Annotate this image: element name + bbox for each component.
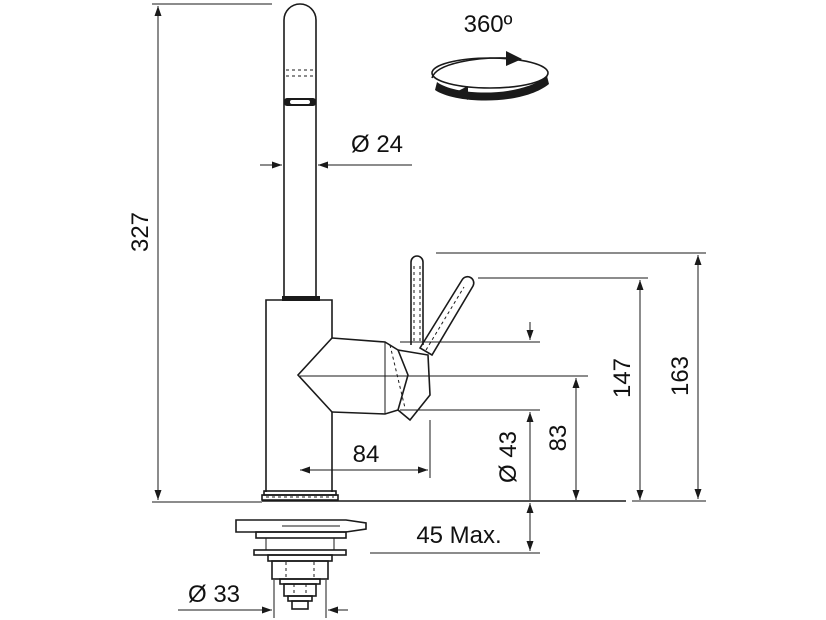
dim-top-lever-height xyxy=(436,252,706,502)
dim-counter-thickness xyxy=(370,503,540,554)
dim-lever-height xyxy=(478,277,648,500)
faucet-outline xyxy=(235,3,626,610)
dim-total-height xyxy=(152,3,272,503)
dim-reach xyxy=(300,420,431,478)
lever-height-label: 147 xyxy=(609,358,636,398)
body-diameter-label: Ø 43 xyxy=(495,431,522,483)
rotation-label: 360º xyxy=(464,11,513,38)
shank-diameter-label: Ø 33 xyxy=(188,581,240,608)
dim-body-diameter xyxy=(400,322,540,500)
counter-thickness-label: 45 Max. xyxy=(416,522,501,549)
top-lever-height-label: 163 xyxy=(667,356,694,396)
rotation-360-icon xyxy=(431,51,549,101)
spout-diameter-label: Ø 24 xyxy=(351,131,403,158)
handle-height-label: 83 xyxy=(545,425,572,452)
total-height-label: 327 xyxy=(127,212,154,252)
reach-label: 84 xyxy=(353,441,380,468)
dim-shank-diameter xyxy=(178,580,348,618)
dim-handle-height xyxy=(300,375,588,500)
